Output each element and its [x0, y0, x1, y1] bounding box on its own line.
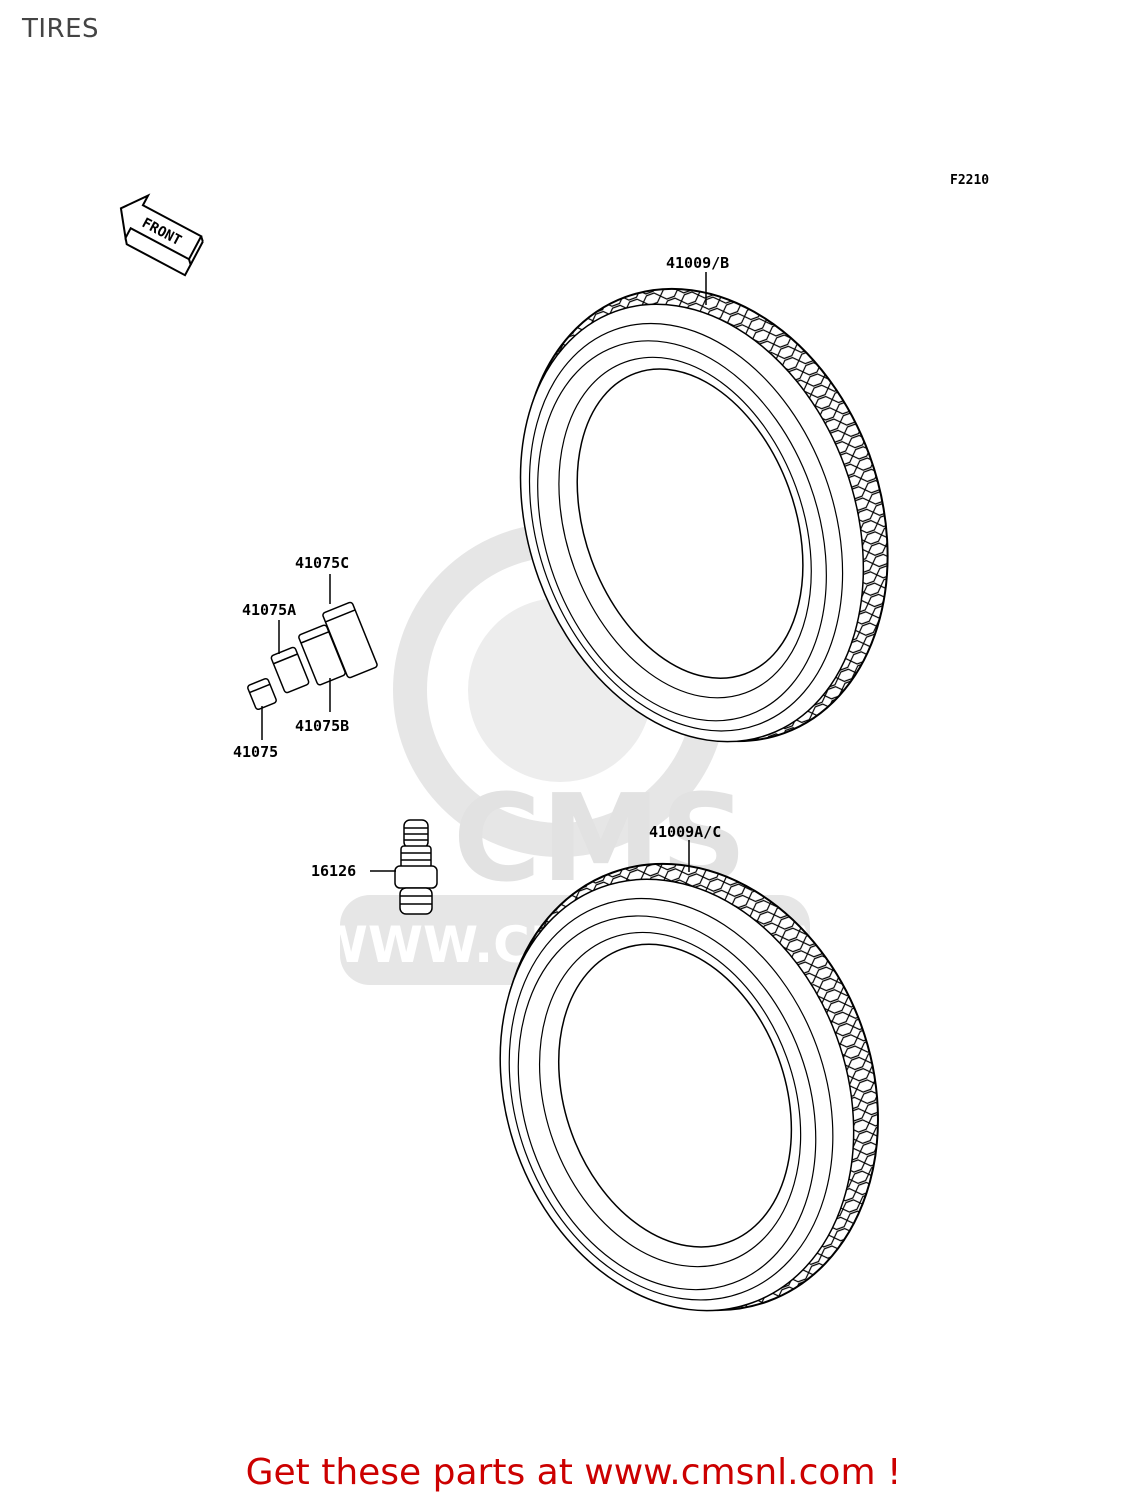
footer-text: Get these parts at www.cmsnl.com !	[245, 1452, 902, 1493]
valve-drawing	[394, 819, 438, 915]
label-weight-c: 41075C	[295, 554, 349, 572]
tire-front-drawing	[519, 287, 889, 743]
figure-number: F2210	[950, 173, 989, 188]
footer-link[interactable]: Get these parts at www.cmsnl.com !	[0, 1452, 1147, 1493]
label-weight-b: 41075B	[295, 717, 349, 735]
label-tire-front: 41009/B	[666, 254, 729, 272]
label-valve: 16126	[311, 862, 356, 880]
label-weight-a: 41075A	[242, 601, 296, 619]
balance-weights	[247, 601, 378, 711]
exploded-parts-diagram: CMS WWW.CMSNL.COM F2210 FRONT 41009/B	[119, 173, 989, 1312]
tire-rear-drawing	[499, 862, 879, 1312]
page-title: TIRES	[22, 14, 100, 44]
front-arrow-icon: FRONT	[119, 193, 204, 277]
label-tire-rear: 41009A/C	[649, 823, 721, 841]
label-weight: 41075	[233, 743, 278, 761]
